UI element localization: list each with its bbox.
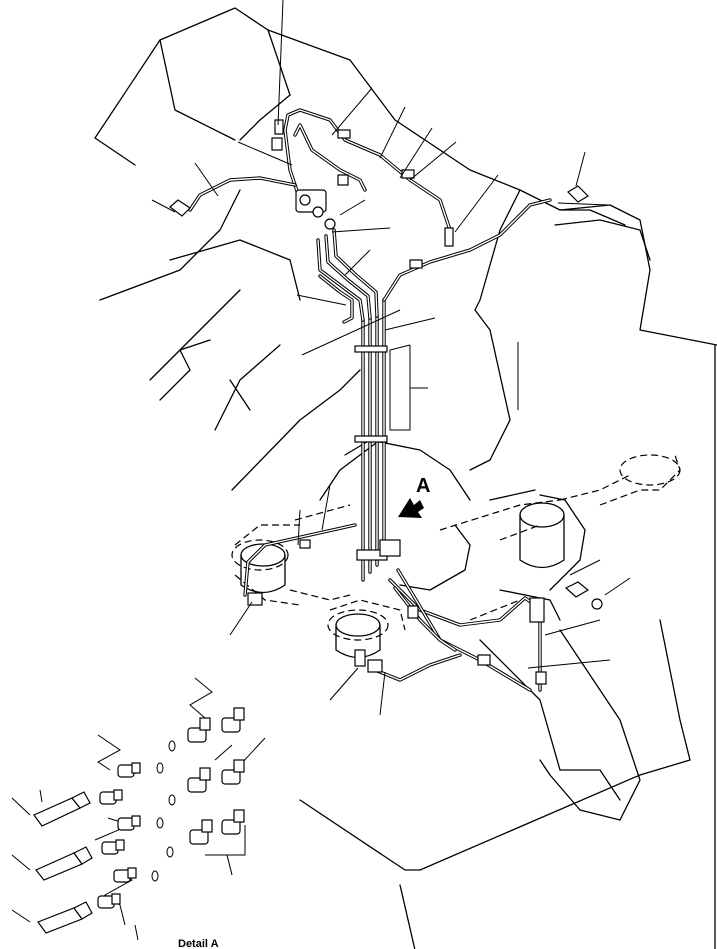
detail-elbow [187, 717, 211, 743]
detail-connector [117, 762, 141, 778]
detail-a: Detail A [11, 677, 266, 949]
detail-connector [117, 815, 141, 831]
detail-connector [97, 893, 121, 909]
hydraulic-pipes [188, 108, 552, 692]
washer [591, 598, 603, 610]
detail-connector [113, 867, 137, 883]
frame-outline [94, 7, 717, 949]
upper-fitting [274, 119, 284, 135]
dashed-outline [231, 454, 681, 641]
detail-connector [99, 789, 123, 805]
detail-connector [101, 839, 125, 855]
detail-o-ring [151, 740, 176, 882]
fittings [169, 119, 603, 685]
detail-elbow [187, 767, 211, 793]
view-label: A [416, 475, 430, 497]
leader-lines [151, 0, 631, 716]
detail-elbow [221, 809, 245, 835]
detail-elbow [221, 759, 245, 785]
right-elbow-fitting [567, 185, 589, 203]
detail-bolt [35, 846, 93, 881]
view-arrow-icon [398, 498, 424, 518]
detail-bolt [37, 901, 93, 934]
detail-elbow [189, 819, 213, 845]
detail-bolt [33, 791, 91, 827]
detail-caption: Detail A [178, 938, 219, 949]
detail-elbow [221, 707, 245, 733]
left-elbow-fitting [169, 199, 191, 217]
pivot-left-fitting [247, 592, 263, 606]
bolt [564, 581, 590, 598]
view-indicator: A [398, 475, 430, 518]
